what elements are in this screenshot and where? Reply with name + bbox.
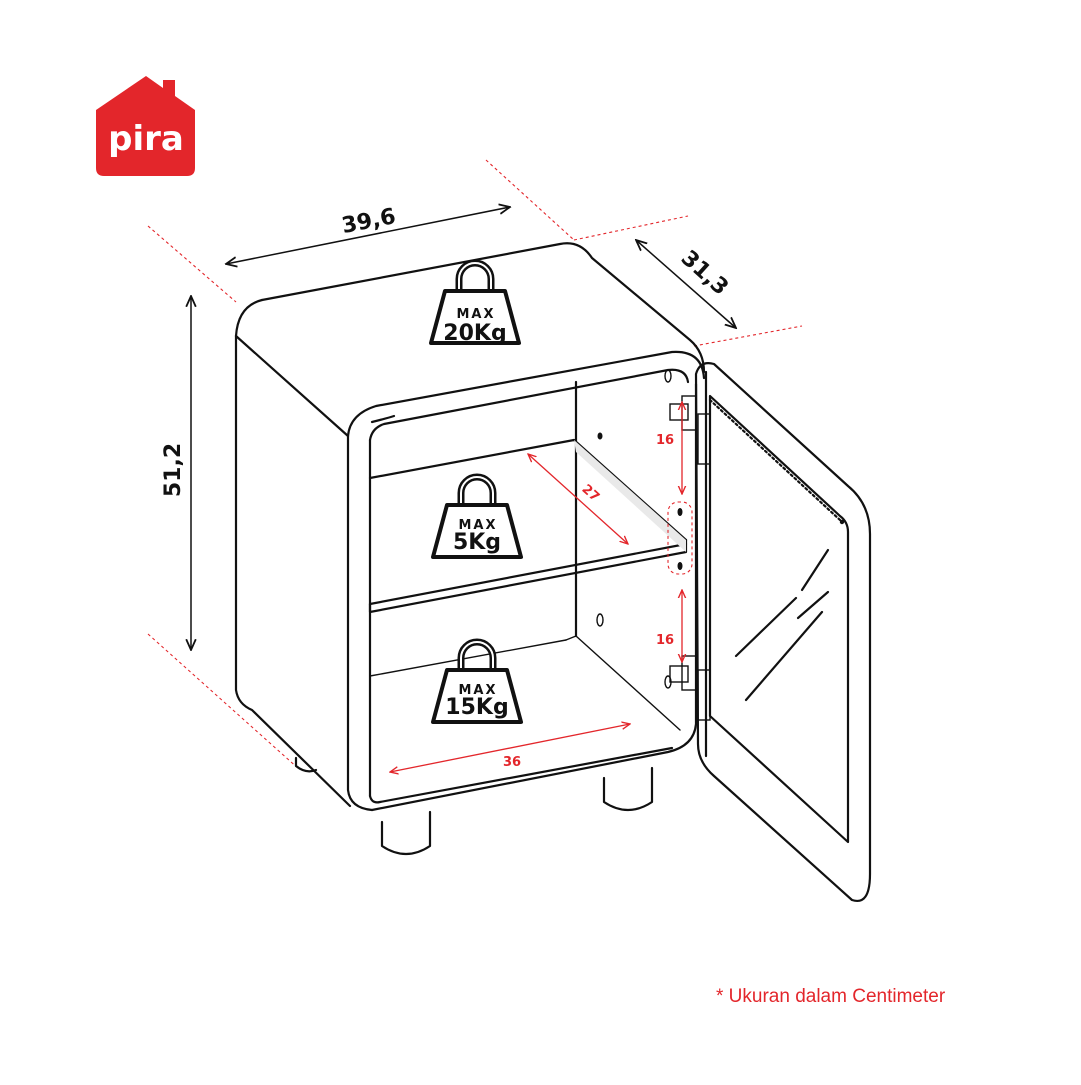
dimension-width: 39,6	[340, 204, 398, 239]
dimension-depth: 31,3	[676, 246, 733, 301]
weight-value-bottom: 15Kg	[445, 695, 508, 720]
weight-max-bottom: MAX	[458, 683, 497, 698]
outer-dimension-arrows	[191, 207, 736, 650]
weight-max-shelf: MAX	[458, 518, 497, 533]
dimension-inner-width: 36	[503, 755, 521, 770]
weight-icon-shelf: MAX 5Kg	[433, 477, 521, 557]
weight-icon-bottom: MAX 15Kg	[433, 642, 521, 722]
weight-max-top: MAX	[456, 307, 495, 322]
cabinet-legs	[294, 756, 654, 856]
cabinet-door	[669, 362, 872, 903]
pira-logo: pira	[96, 76, 195, 176]
units-footnote: * Ukuran dalam Centimeter	[716, 986, 946, 1007]
inner-dimension-arrows	[390, 402, 682, 772]
weight-value-shelf: 5Kg	[453, 530, 501, 555]
extension-lines	[147, 159, 803, 771]
dimension-hinge-bottom: 16	[656, 633, 674, 648]
dimension-hinge-top: 16	[656, 433, 674, 448]
weight-value-top: 20Kg	[443, 321, 506, 346]
weight-icon-top: MAX 20Kg	[431, 263, 519, 346]
dimension-shelf-depth: 27	[579, 482, 602, 505]
logo-text: pira	[108, 119, 184, 159]
dimension-height: 51,2	[161, 443, 186, 497]
